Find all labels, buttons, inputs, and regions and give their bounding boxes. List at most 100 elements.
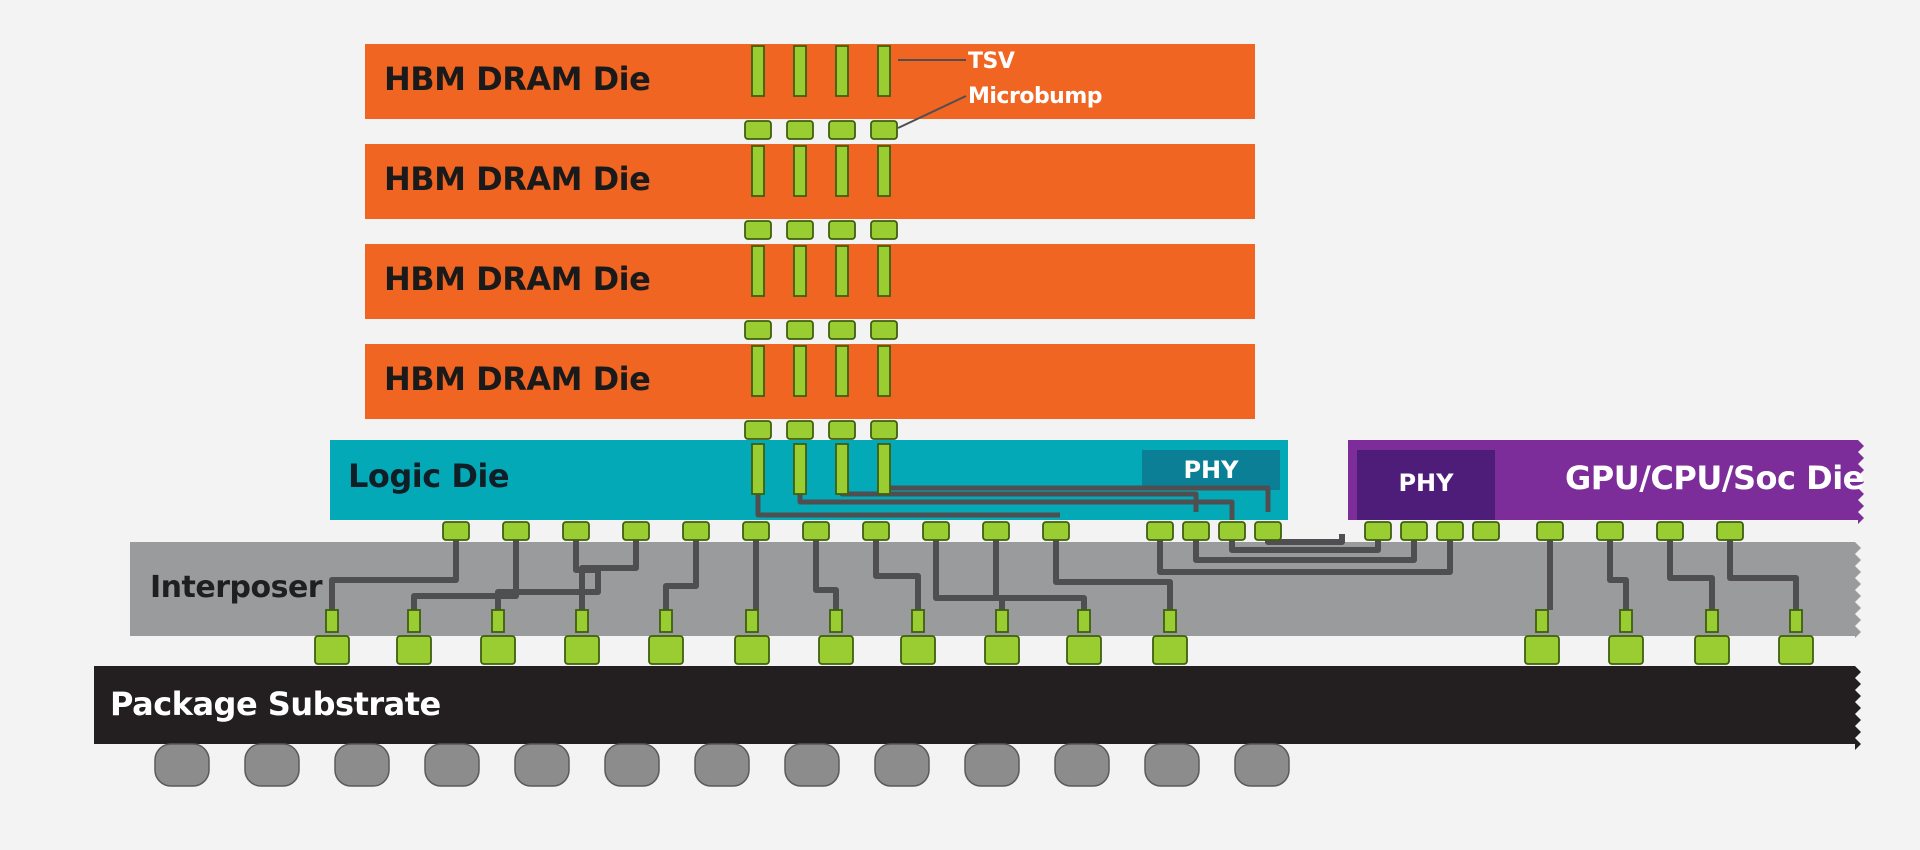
dram-die-label-2: HBM DRAM Die xyxy=(384,160,651,198)
microbump-1 xyxy=(442,521,470,541)
interposer-wire-14 xyxy=(1229,532,1381,553)
microbump-stack-c3-r1 xyxy=(828,120,856,140)
microbump-5 xyxy=(682,521,710,541)
tsv-c1-r2 xyxy=(751,145,765,197)
tsv-callout-label: TSV xyxy=(968,49,1015,74)
microbump-19 xyxy=(1472,521,1500,541)
interposer-wire-13 xyxy=(1193,532,1417,563)
interposer-wire-5 xyxy=(663,532,699,610)
c4-bump-1 xyxy=(314,635,350,665)
microbump-6 xyxy=(742,521,770,541)
microbump-stack-c1-r3 xyxy=(744,320,772,340)
microbump-11 xyxy=(1042,521,1070,541)
tsv-c2-r2 xyxy=(793,145,807,197)
microbump-stack-c4-r2 xyxy=(870,220,898,240)
gpu-die-label: GPU/CPU/Soc Die xyxy=(1565,459,1864,497)
dram-die-label-4: HBM DRAM Die xyxy=(384,360,651,398)
interposer-wire-11 xyxy=(1053,532,1173,610)
tsv-c4-r2 xyxy=(877,145,891,197)
logic-phy-label: PHY xyxy=(1183,456,1239,484)
microbump-stack-c3-r2 xyxy=(828,220,856,240)
microbump-15 xyxy=(1254,521,1282,541)
c4-pillar-13 xyxy=(1619,609,1633,633)
microbump-stack-c4-r4 xyxy=(870,420,898,440)
c4-pillar-2 xyxy=(407,609,421,633)
microbump-stack-c1-r1 xyxy=(744,120,772,140)
tsv-c2-r5 xyxy=(793,443,807,495)
c4-bump-5 xyxy=(648,635,684,665)
microbump-23 xyxy=(1716,521,1744,541)
c4-bump-8 xyxy=(900,635,936,665)
c4-pillar-8 xyxy=(911,609,925,633)
c4-pillar-6 xyxy=(745,609,759,633)
c4-bump-4 xyxy=(564,635,600,665)
microbump-10 xyxy=(982,521,1010,541)
microbump-3 xyxy=(562,521,590,541)
interposer-wire-2 xyxy=(411,532,519,610)
tsv-c4-r5 xyxy=(877,443,891,495)
interposer-wire-17 xyxy=(1607,532,1629,610)
interposer-wire-10 xyxy=(993,532,1087,610)
microbump-stack-c2-r4 xyxy=(786,420,814,440)
microbump-stack-c2-r3 xyxy=(786,320,814,340)
microbump-stack-c1-r4 xyxy=(744,420,772,440)
microbump-stack-c2-r2 xyxy=(786,220,814,240)
microbump-2 xyxy=(502,521,530,541)
tsv-c2-r4 xyxy=(793,345,807,397)
c4-bump-10 xyxy=(1066,635,1102,665)
interposer-label: Interposer xyxy=(150,570,323,605)
c4-pillar-7 xyxy=(829,609,843,633)
interposer-wire-18 xyxy=(1667,532,1715,610)
tsv-c2-r3 xyxy=(793,245,807,297)
dram-die-label-1: HBM DRAM Die xyxy=(384,60,651,98)
tsv-c3-r5 xyxy=(835,443,849,495)
bga-ball-13 xyxy=(1234,743,1290,787)
hbm-dram-die-1 xyxy=(365,44,1255,119)
microbump-9 xyxy=(922,521,950,541)
microbump-14 xyxy=(1218,521,1246,541)
interposer-wire-3 xyxy=(495,532,601,610)
logic-phy-block xyxy=(1142,450,1280,490)
c4-bump-7 xyxy=(818,635,854,665)
microbump-21 xyxy=(1596,521,1624,541)
c4-pillar-9 xyxy=(995,609,1009,633)
microbump-stack-c3-r4 xyxy=(828,420,856,440)
microbump-12 xyxy=(1146,521,1174,541)
bga-ball-8 xyxy=(784,743,840,787)
tsv-c3-r1 xyxy=(835,45,849,97)
tsv-c4-r4 xyxy=(877,345,891,397)
interposer-wire-7 xyxy=(813,532,839,610)
c4-bump-15 xyxy=(1778,635,1814,665)
microbump-22 xyxy=(1656,521,1684,541)
bga-ball-3 xyxy=(334,743,390,787)
tsv-c4-r1 xyxy=(877,45,891,97)
bga-ball-9 xyxy=(874,743,930,787)
tsv-c2-r1 xyxy=(793,45,807,97)
bga-ball-1 xyxy=(154,743,210,787)
microbump-callout-line xyxy=(897,95,967,129)
c4-pillar-15 xyxy=(1789,609,1803,633)
microbump-stack-c4-r1 xyxy=(870,120,898,140)
interposer-wire-8 xyxy=(873,532,921,610)
dram-die-label-3: HBM DRAM Die xyxy=(384,260,651,298)
bga-ball-4 xyxy=(424,743,480,787)
c4-pillar-1 xyxy=(325,609,339,633)
tsv-c3-r4 xyxy=(835,345,849,397)
tsv-c1-r5 xyxy=(751,443,765,495)
gpu-phy-block xyxy=(1357,450,1495,520)
c4-pillar-5 xyxy=(659,609,673,633)
gpu-phy-label: PHY xyxy=(1398,469,1454,497)
c4-bump-9 xyxy=(984,635,1020,665)
c4-bump-14 xyxy=(1694,635,1730,665)
package-substrate-label: Package Substrate xyxy=(110,685,441,723)
microbump-8 xyxy=(862,521,890,541)
microbump-4 xyxy=(622,521,650,541)
c4-bump-11 xyxy=(1152,635,1188,665)
microbump-17 xyxy=(1400,521,1428,541)
interposer-wire-19 xyxy=(1727,532,1799,610)
c4-pillar-14 xyxy=(1705,609,1719,633)
tsv-c3-r2 xyxy=(835,145,849,197)
microbump-stack-c1-r2 xyxy=(744,220,772,240)
tsv-c1-r3 xyxy=(751,245,765,297)
